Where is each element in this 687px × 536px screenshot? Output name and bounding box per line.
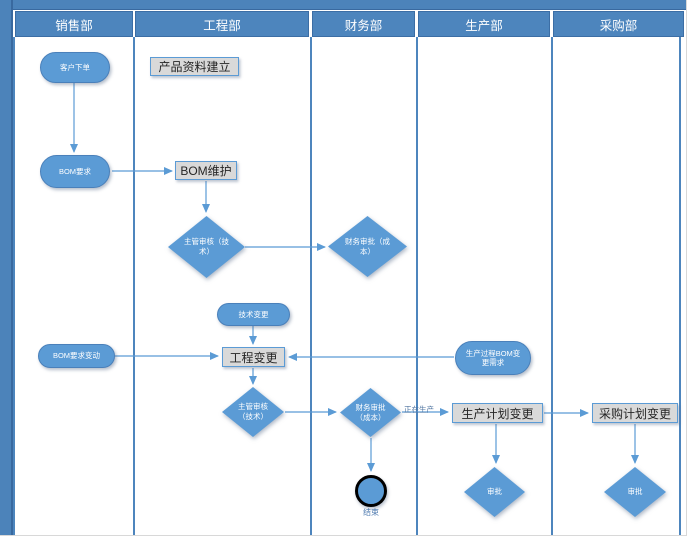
top-bar	[0, 0, 686, 10]
decision-diamond: 主管审核（技术）	[168, 216, 245, 278]
node-purchase-plan-change: 采购计划变更	[592, 403, 678, 423]
node-bom-requirement-change: BOM要求变动	[38, 344, 115, 368]
decision-diamond: 财务审批（成本）	[328, 216, 407, 277]
node-label: BOM要求	[58, 166, 92, 176]
decision-diamond: 财务审批（成本）	[340, 388, 401, 437]
node-supervisor-review-1: 主管审核（技术）	[168, 216, 245, 278]
lane-header-procurement: 采购部	[553, 11, 684, 37]
node-product-data-setup: 产品资料建立	[150, 57, 239, 76]
lane-border	[551, 37, 553, 535]
node-engineering-change: 工程变更	[222, 347, 285, 367]
lane-border	[310, 37, 312, 535]
node-label: 生产过程BOM变更需求	[465, 348, 521, 367]
node-customer-order: 客户下单	[40, 52, 110, 83]
decision-diamond: 主管审核（技术）	[222, 387, 284, 437]
end-label: 结束	[363, 508, 379, 517]
node-label: 主管审核（技术）	[184, 237, 229, 256]
lane-border	[133, 37, 135, 535]
node-label: 主管审核（技术）	[238, 402, 268, 421]
node-tech-change: 技术变更	[217, 303, 290, 326]
node-supervisor-review-2: 主管审核（技术）	[222, 387, 284, 437]
edge-label-in-production: 正在生产	[404, 405, 434, 414]
node-end-circle	[355, 475, 387, 507]
node-label: 技术变更	[238, 309, 269, 319]
node-label: 工程变更	[229, 350, 278, 365]
node-label: 产品资料建立	[158, 60, 231, 74]
node-label: BOM要求变动	[52, 351, 101, 361]
lane-border	[13, 37, 15, 535]
node-label: BOM维护	[180, 164, 232, 178]
node-finance-approval-2: 财务审批（成本）	[340, 388, 401, 437]
lane-header-finance: 财务部	[312, 11, 415, 37]
node-label: 财务审批（成本）	[355, 402, 386, 422]
lane-header-production: 生产部	[418, 11, 550, 37]
node-bom-requirement: BOM要求	[40, 155, 110, 188]
left-bar	[0, 0, 13, 535]
lane-header-engineering: 工程部	[135, 11, 309, 37]
node-approval-production: 审批	[464, 467, 525, 517]
node-approval-purchase: 审批	[604, 467, 666, 517]
node-production-plan-change: 生产计划变更	[452, 403, 543, 423]
node-label: 审批	[627, 487, 643, 497]
lane-header-sales: 销售部	[15, 11, 133, 37]
node-bom-maintenance: BOM维护	[175, 161, 237, 180]
decision-diamond: 审批	[464, 467, 525, 517]
node-label: 生产计划变更	[461, 406, 534, 421]
node-finance-approval-1: 财务审批（成本）	[328, 216, 407, 277]
node-production-bom-change: 生产过程BOM变更需求	[455, 341, 531, 375]
node-label: 财务审批（成本）	[345, 236, 390, 256]
lane-border	[679, 37, 681, 535]
node-label: 审批	[487, 487, 502, 497]
decision-diamond: 审批	[604, 467, 666, 517]
node-label: 客户下单	[60, 62, 90, 72]
lane-border	[416, 37, 418, 535]
node-label: 采购计划变更	[598, 406, 671, 421]
